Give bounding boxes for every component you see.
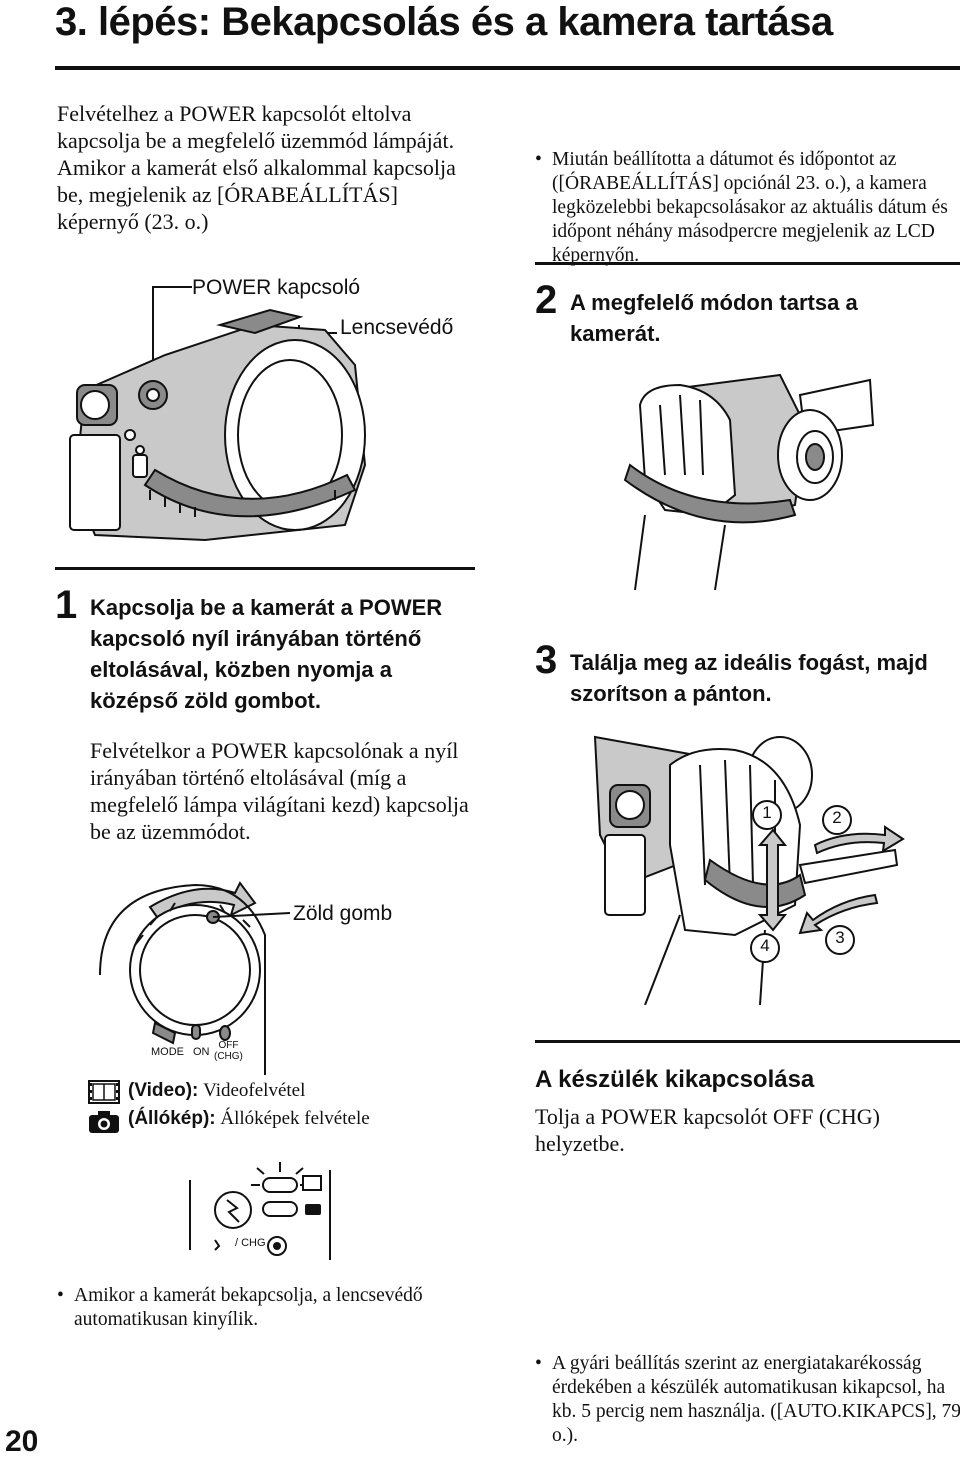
circle-label-2: 2	[832, 808, 842, 827]
circle-marker-1	[752, 800, 782, 830]
still-text: Állóképek felvétele	[220, 1108, 370, 1129]
page-number: 20	[5, 1425, 39, 1458]
dial-off-text: OFF	[218, 1040, 239, 1051]
circle-marker-2	[822, 805, 852, 835]
still-label: (Állókép):	[128, 1108, 216, 1129]
label-lens-cover: Lencsevédő	[340, 316, 454, 339]
label-green-button: Zöld gomb	[293, 902, 393, 925]
step1-rule	[55, 567, 475, 570]
bullet-lens-cover: Amikor a kamerát bekapcsolja, a lencsevé…	[57, 1284, 504, 1332]
video-text: Videofelvétel	[203, 1080, 306, 1101]
dial-mode-label: MODE	[151, 1046, 184, 1058]
step1-body: Felvételkor a POWER kapcsolónak a nyíl i…	[90, 738, 469, 844]
title-rule	[55, 66, 960, 70]
video-label: (Video):	[128, 1080, 199, 1101]
camera-icon	[89, 1111, 119, 1133]
dial-on-label: ON	[193, 1046, 210, 1058]
step2-number: 2	[535, 278, 558, 322]
circle-label-1: 1	[762, 803, 772, 822]
step3-heading: Találja meg az ideális fogást, majd szor…	[570, 650, 928, 706]
circle-marker-3	[825, 925, 855, 955]
power-dial-illustration	[99, 881, 291, 1075]
grip-strap-illustration	[593, 735, 905, 1005]
mode-lamp-illustration	[189, 1162, 331, 1260]
dial-chg-text: (CHG)	[214, 1051, 243, 1062]
step2-heading: A megfelelő módon tartsa a kamerát.	[570, 290, 858, 346]
bullet-auto-off: A gyári beállítás szerint az energiataka…	[535, 1352, 960, 1448]
off-rule	[535, 1040, 960, 1043]
step1-heading: Kapcsolja be a kamerát a POWER kapcsoló …	[90, 595, 443, 713]
dial-off-label: OFF (CHG)	[214, 1040, 243, 1062]
chg-label: / CHG	[235, 1237, 266, 1249]
circle-marker-4	[750, 933, 780, 963]
camcorder-illustration	[69, 286, 367, 542]
still-row: (Állókép): Állóképek felvétele	[128, 1108, 370, 1130]
off-text: Tolja a POWER kapcsolót OFF (CHG) helyze…	[535, 1104, 880, 1156]
step1-number: 1	[55, 583, 78, 627]
off-heading: A készülék kikapcsolása	[535, 1066, 815, 1093]
intro-paragraph: Felvételhez a POWER kapcsolót eltolva ka…	[57, 101, 456, 234]
step3-number: 3	[535, 638, 558, 682]
film-icon	[88, 1080, 120, 1104]
step2-rule	[535, 262, 960, 265]
circle-label-4: 4	[760, 936, 770, 955]
label-power-switch: POWER kapcsoló	[192, 276, 361, 299]
circle-label-3: 3	[835, 928, 845, 947]
bullet-clock-info: Miután beállította a dátumot és időponto…	[535, 148, 960, 268]
holding-camera-illustration	[623, 373, 875, 590]
video-row: (Video): Videofelvétel	[128, 1080, 305, 1102]
page-title: 3. lépés: Bekapcsolás és a kamera tartás…	[55, 0, 833, 44]
